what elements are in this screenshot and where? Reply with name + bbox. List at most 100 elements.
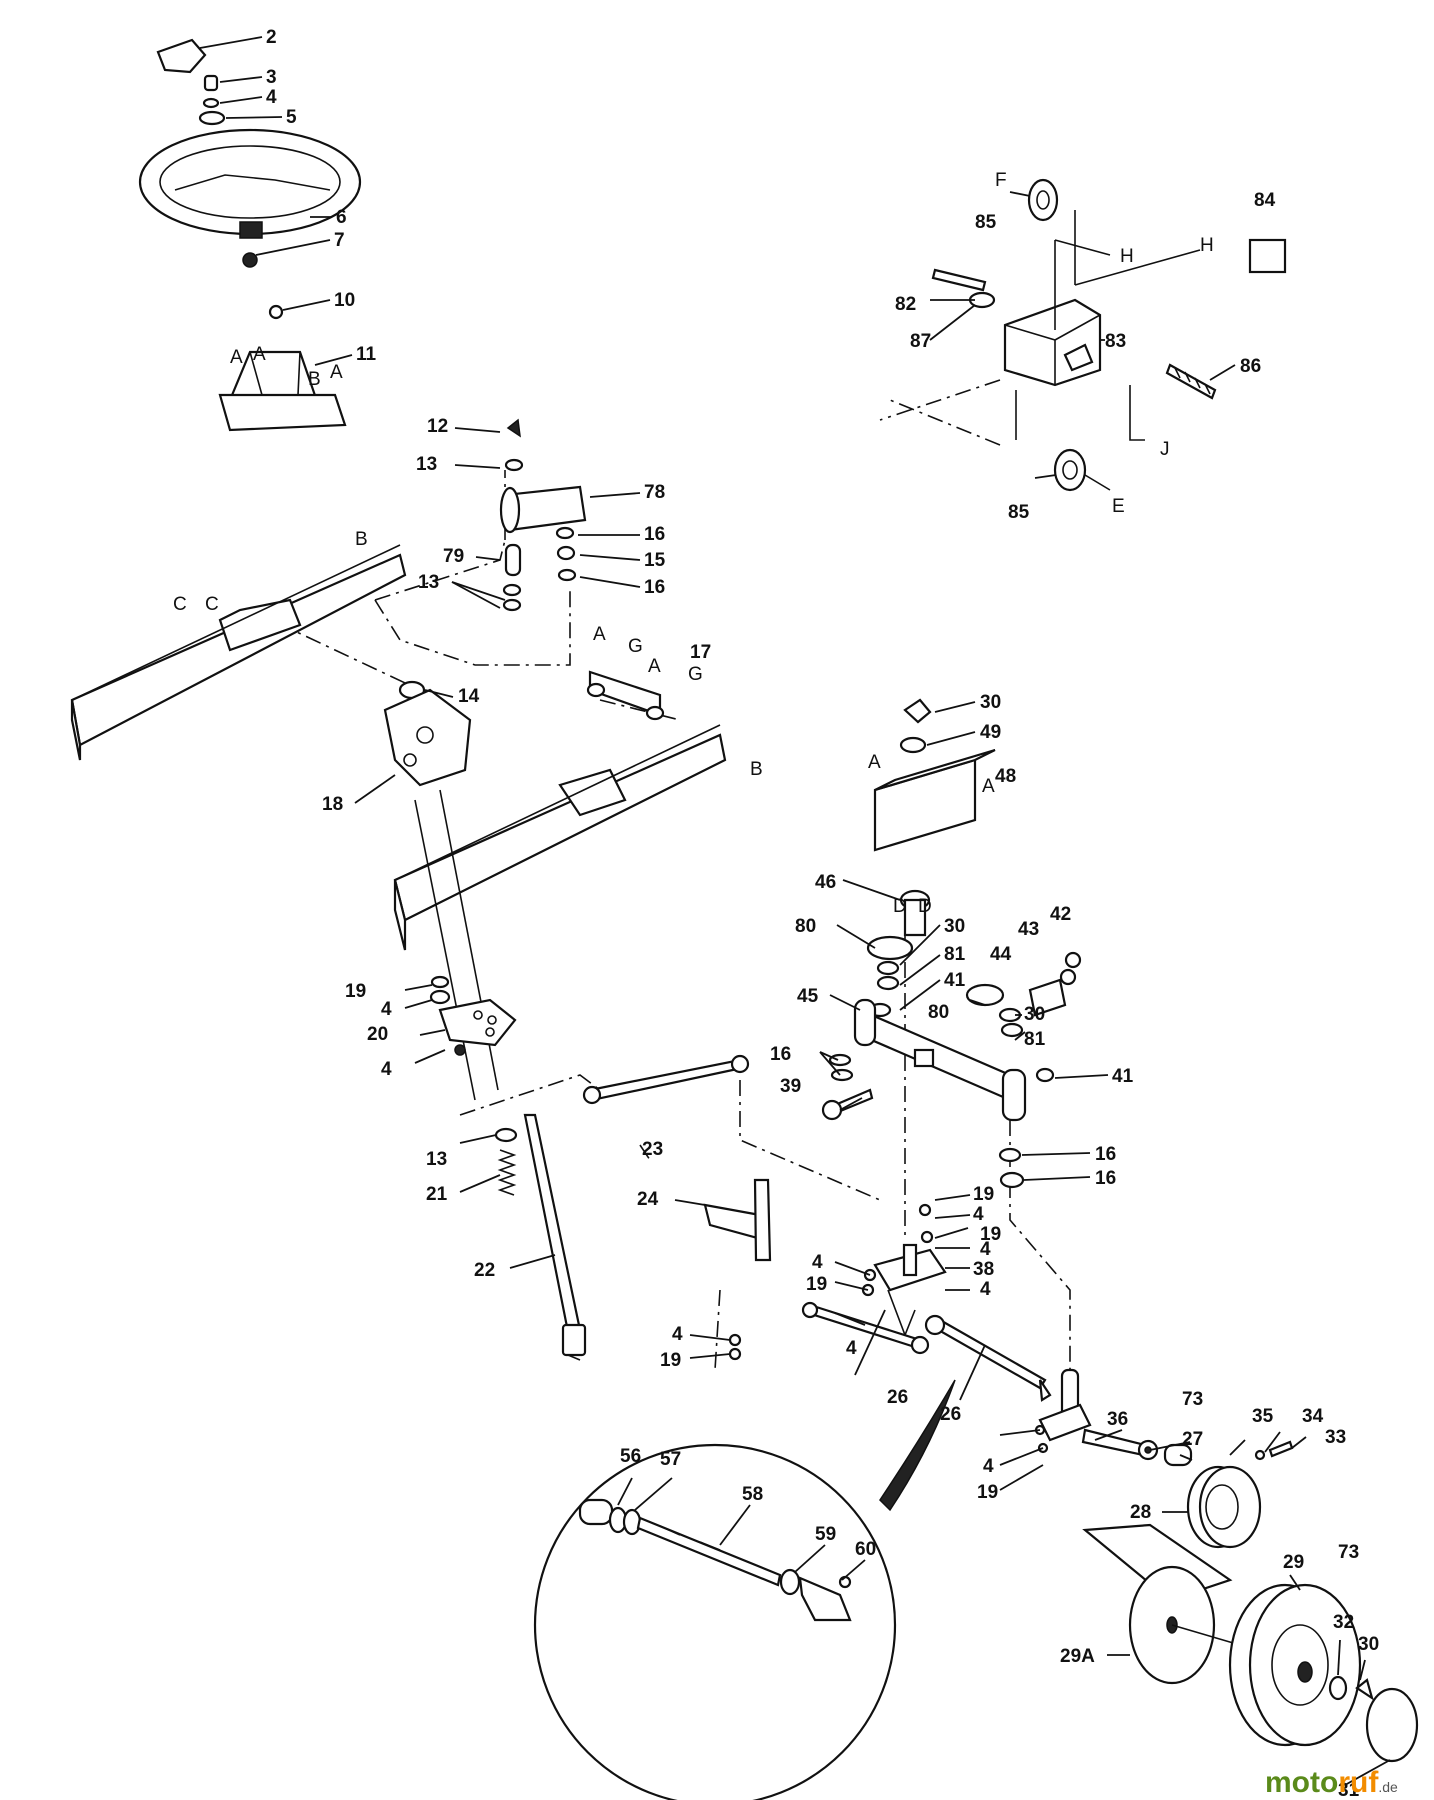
ref-letter-b3: B xyxy=(750,759,763,780)
callout-73b: 73 xyxy=(1338,1542,1359,1563)
callout-87: 87 xyxy=(910,331,931,352)
bracket-83 xyxy=(1003,298,1102,387)
callout-30d: 30 xyxy=(1358,1634,1379,1655)
callout-16e: 16 xyxy=(1095,1168,1116,1189)
ref-letter-a3: A xyxy=(330,362,343,383)
callout-31: 31 xyxy=(1338,1780,1360,1800)
callout-81b: 81 xyxy=(1024,1029,1046,1050)
washer xyxy=(202,97,220,109)
callout-41: 41 xyxy=(944,970,966,991)
steering-arm xyxy=(703,1178,772,1262)
steering-gear-plate xyxy=(429,975,517,1056)
callout-85b: 85 xyxy=(1008,502,1030,523)
callout-4h: 4 xyxy=(846,1338,857,1359)
callout-15: 15 xyxy=(644,550,666,571)
callout-22: 22 xyxy=(474,1260,495,1281)
callout-82: 82 xyxy=(895,294,916,315)
spring-86 xyxy=(1165,363,1217,400)
callout-56: 56 xyxy=(620,1446,641,1467)
callout-4c: 4 xyxy=(381,1059,392,1080)
callout-4g: 4 xyxy=(812,1252,823,1273)
tie-rods xyxy=(728,1301,1052,1402)
callout-16d: 16 xyxy=(1095,1144,1116,1165)
callout-36: 36 xyxy=(1107,1409,1128,1430)
callout-19c: 19 xyxy=(980,1224,1001,1245)
front-axle xyxy=(821,935,1082,1189)
callout-29: 29 xyxy=(1283,1552,1304,1573)
hub-nut xyxy=(242,252,258,268)
callout-19d: 19 xyxy=(806,1274,827,1295)
callout-21: 21 xyxy=(426,1184,448,1205)
ref-letter-a2: A xyxy=(253,344,266,365)
callout-16c: 16 xyxy=(770,1044,791,1065)
ref-letter-j: J xyxy=(1160,439,1170,460)
callout-73: 73 xyxy=(1182,1389,1203,1410)
callout-33: 33 xyxy=(1325,1427,1346,1448)
steering-cap xyxy=(156,38,207,74)
callout-59: 59 xyxy=(815,1524,836,1545)
callout-80: 80 xyxy=(795,916,816,937)
ref-letter-h1: H xyxy=(1120,246,1134,267)
ref-letter-d2: D xyxy=(918,896,932,917)
callout-85: 85 xyxy=(975,212,997,233)
callout-29a: 29A xyxy=(1060,1646,1095,1667)
callout-28: 28 xyxy=(1130,1502,1151,1523)
callout-32: 32 xyxy=(1333,1612,1354,1633)
axle-support xyxy=(873,698,996,937)
screw xyxy=(203,74,219,92)
right-frame-rail xyxy=(393,724,727,951)
callout-12: 12 xyxy=(427,416,448,437)
callout-79: 79 xyxy=(443,546,464,567)
callout-13c: 13 xyxy=(426,1149,447,1170)
leader-arrows xyxy=(199,36,1391,1786)
ref-letter-a4: A xyxy=(593,624,606,645)
callout-42: 42 xyxy=(1050,904,1071,925)
callout-4e: 4 xyxy=(980,1239,991,1260)
gear-housing-top xyxy=(499,418,587,612)
callout-49: 49 xyxy=(980,722,1001,743)
callout-78: 78 xyxy=(644,482,665,503)
ref-letter-g1: G xyxy=(628,636,643,657)
callout-13: 13 xyxy=(416,454,437,475)
ref-letter-g2: G xyxy=(688,664,703,685)
ref-letter-h2: H xyxy=(1200,235,1214,256)
callout-6: 6 xyxy=(336,207,347,228)
callout-80b: 80 xyxy=(928,1002,949,1023)
watermark-part2: ruf xyxy=(1338,1766,1379,1799)
bushing-80 xyxy=(866,935,914,961)
callout-43: 43 xyxy=(1018,919,1039,940)
watermark-logo: motoruf.de xyxy=(1265,1766,1398,1799)
callout-83: 83 xyxy=(1105,331,1126,352)
decal-84 xyxy=(1248,238,1287,274)
callout-26: 26 xyxy=(887,1387,908,1408)
callout-45: 45 xyxy=(797,986,819,1007)
callout-35: 35 xyxy=(1252,1406,1274,1427)
callout-60: 60 xyxy=(855,1539,876,1560)
callout-16b: 16 xyxy=(644,577,665,598)
callout-11: 11 xyxy=(356,344,377,365)
callout-4f: 4 xyxy=(980,1279,991,1300)
ref-letter-a6: A xyxy=(868,752,881,773)
spindle-wheel-assembly xyxy=(1034,1368,1419,1763)
callout-labels: 2 3 4 5 6 7 10 11 12 13 78 16 79 15 16 1… xyxy=(266,27,1379,1800)
callout-4d: 4 xyxy=(973,1204,984,1225)
ref-letter-b2: B xyxy=(355,529,368,550)
callout-58: 58 xyxy=(742,1484,763,1505)
callout-46: 46 xyxy=(815,872,836,893)
callout-19b: 19 xyxy=(973,1184,994,1205)
callout-24: 24 xyxy=(637,1189,659,1210)
callout-81: 81 xyxy=(944,944,966,965)
hubcap-31 xyxy=(1365,1687,1419,1763)
pulley-85-bottom xyxy=(1053,448,1087,492)
ref-letter-a1: A xyxy=(230,347,243,368)
ref-letter-b1: B xyxy=(308,369,321,390)
axle-bracket-top xyxy=(586,670,665,721)
callout-3: 3 xyxy=(266,67,277,88)
callout-44: 44 xyxy=(990,944,1012,965)
callout-57: 57 xyxy=(660,1449,681,1470)
callout-4i: 4 xyxy=(672,1324,683,1345)
pulley-85-top xyxy=(1027,178,1059,222)
callout-4: 4 xyxy=(266,87,277,108)
callout-13b: 13 xyxy=(418,572,439,593)
